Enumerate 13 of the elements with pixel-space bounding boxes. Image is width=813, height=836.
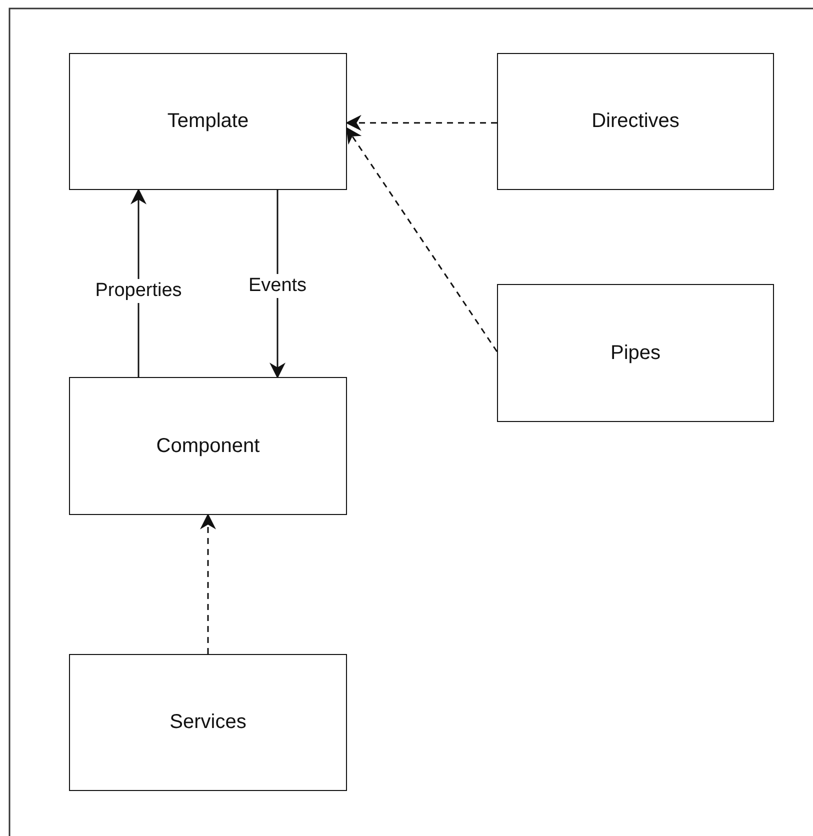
box-label: Pipes [610,342,661,364]
arrow [345,114,497,131]
arrow [346,127,498,352]
box-label: Directives [592,110,680,133]
process-box [497,284,774,422]
process-box [69,377,347,515]
box-label: Component [156,434,260,458]
process-box [497,53,774,190]
arrow [200,513,216,654]
process-box [69,53,347,190]
box-label: Services [170,711,246,734]
process-box [69,654,347,791]
box-label: Template [167,110,249,133]
